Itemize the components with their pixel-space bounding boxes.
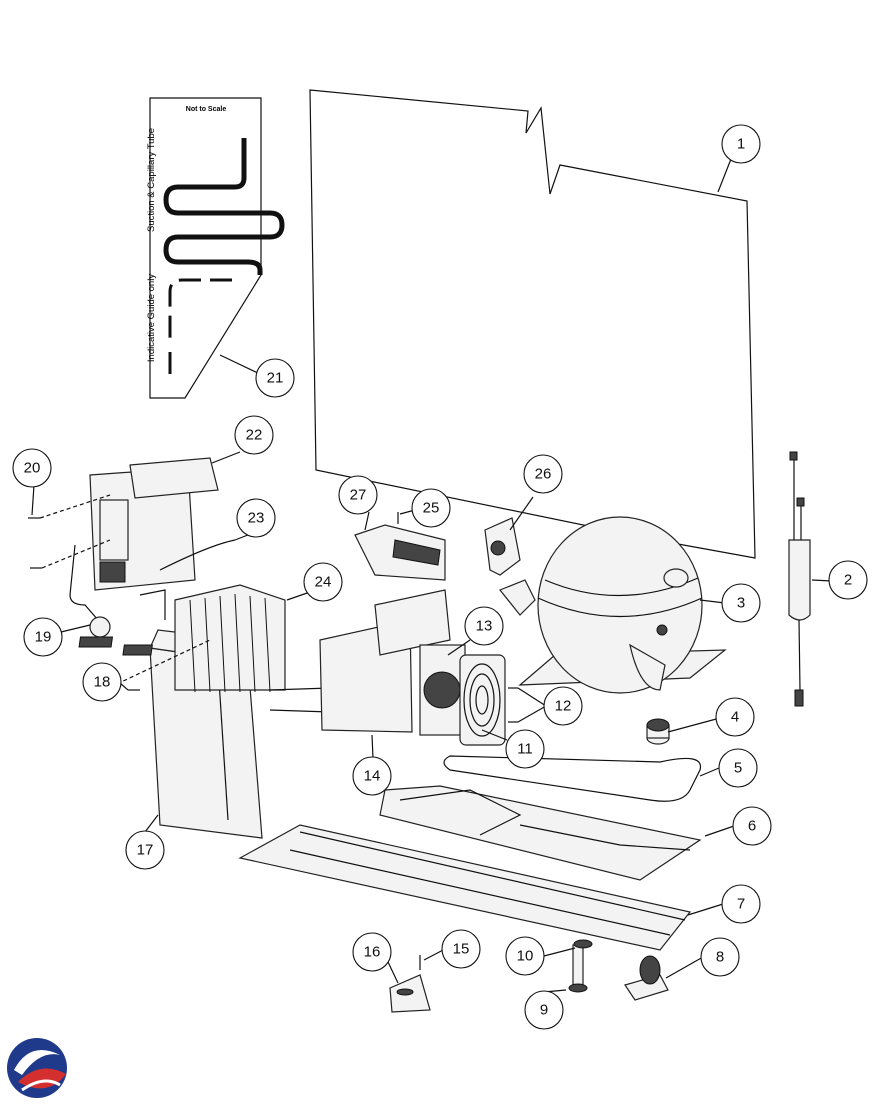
callout-label: 17	[137, 842, 154, 859]
condenser	[139, 584, 331, 713]
leader-lines	[31, 158, 833, 993]
callout-2: 2	[828, 560, 868, 600]
callout-label: 3	[737, 595, 745, 612]
callout-label: 24	[315, 574, 332, 591]
callout-label: 13	[476, 618, 493, 635]
mounting-bracket	[389, 974, 431, 1013]
callout-15: 15	[441, 929, 481, 969]
callout-label: 1	[737, 136, 745, 153]
callout-22: 22	[234, 415, 274, 455]
callout-12: 12	[543, 686, 583, 726]
callout-label: 19	[35, 629, 52, 646]
callout-label: 26	[535, 466, 552, 483]
callout-group: 1234567891011121314151617181920212223242…	[12, 124, 868, 1030]
callout-label: 20	[24, 460, 41, 477]
guide-label-top: Suction & Capillary Tube	[146, 128, 157, 232]
callout-27: 27	[338, 475, 378, 515]
callout-19: 19	[23, 617, 63, 657]
fan-cover	[354, 524, 446, 581]
fan-motor	[419, 644, 466, 736]
relay	[484, 517, 521, 576]
callout-label: 10	[517, 948, 534, 965]
callout-label: 7	[737, 896, 745, 913]
guide-not-to-scale: Not to Scale	[186, 106, 227, 113]
drip-tray	[379, 785, 702, 881]
caster-wheel	[624, 955, 669, 1001]
callout-1: 1	[721, 124, 761, 164]
back-panel	[309, 89, 756, 559]
fan-bracket	[319, 589, 451, 733]
callout-label: 16	[364, 944, 381, 961]
guide-label-bottom: Indicative Guide only	[146, 274, 157, 362]
foot-bracket	[573, 939, 593, 949]
callout-label: 25	[423, 500, 440, 517]
callout-14: 14	[352, 756, 392, 796]
callout-21: 21	[255, 358, 295, 398]
callout-label: 2	[844, 572, 852, 589]
callout-11: 11	[505, 729, 545, 769]
callout-4: 4	[715, 697, 755, 737]
callout-25: 25	[411, 488, 451, 528]
callout-18: 18	[82, 662, 122, 702]
callout-label: 22	[246, 427, 263, 444]
callout-3: 3	[721, 583, 761, 623]
control-box	[89, 457, 219, 591]
base-plate	[238, 824, 692, 951]
callout-label: 18	[94, 674, 111, 691]
wire-23	[159, 539, 236, 571]
callout-23: 23	[236, 498, 276, 538]
callout-9: 9	[524, 990, 564, 1030]
callout-label: 14	[364, 768, 381, 785]
callout-label: 11	[517, 741, 533, 758]
callout-label: 5	[734, 760, 742, 777]
callout-label: 8	[716, 949, 724, 966]
callout-6: 6	[732, 806, 772, 846]
callout-24: 24	[303, 562, 343, 602]
drain-heater-loop	[443, 755, 702, 802]
callout-label: 15	[453, 941, 470, 958]
thermostat-probe	[788, 451, 811, 707]
callout-13: 13	[464, 606, 504, 646]
callout-17: 17	[125, 830, 165, 870]
capillary-tube-guide: Not to Scale Suction & Capillary Tube In…	[146, 97, 285, 399]
callout-label: 9	[540, 1002, 548, 1019]
brand-logo	[7, 1038, 67, 1098]
callout-label: 23	[248, 510, 265, 527]
callout-20: 20	[12, 448, 52, 488]
heater-element	[69, 544, 111, 638]
callout-label: 21	[267, 370, 284, 387]
callout-5: 5	[718, 748, 758, 788]
callout-label: 12	[555, 698, 572, 715]
compressor	[499, 516, 727, 694]
rubber-grommet	[646, 718, 670, 745]
callout-label: 27	[350, 487, 367, 504]
fan-guard	[459, 654, 506, 746]
callout-label: 6	[748, 818, 756, 835]
callout-10: 10	[505, 936, 545, 976]
callout-7: 7	[721, 884, 761, 924]
callout-8: 8	[700, 937, 740, 977]
callout-26: 26	[523, 454, 563, 494]
adjustable-foot	[568, 944, 588, 993]
callout-label: 4	[731, 709, 739, 726]
callout-16: 16	[352, 932, 392, 972]
